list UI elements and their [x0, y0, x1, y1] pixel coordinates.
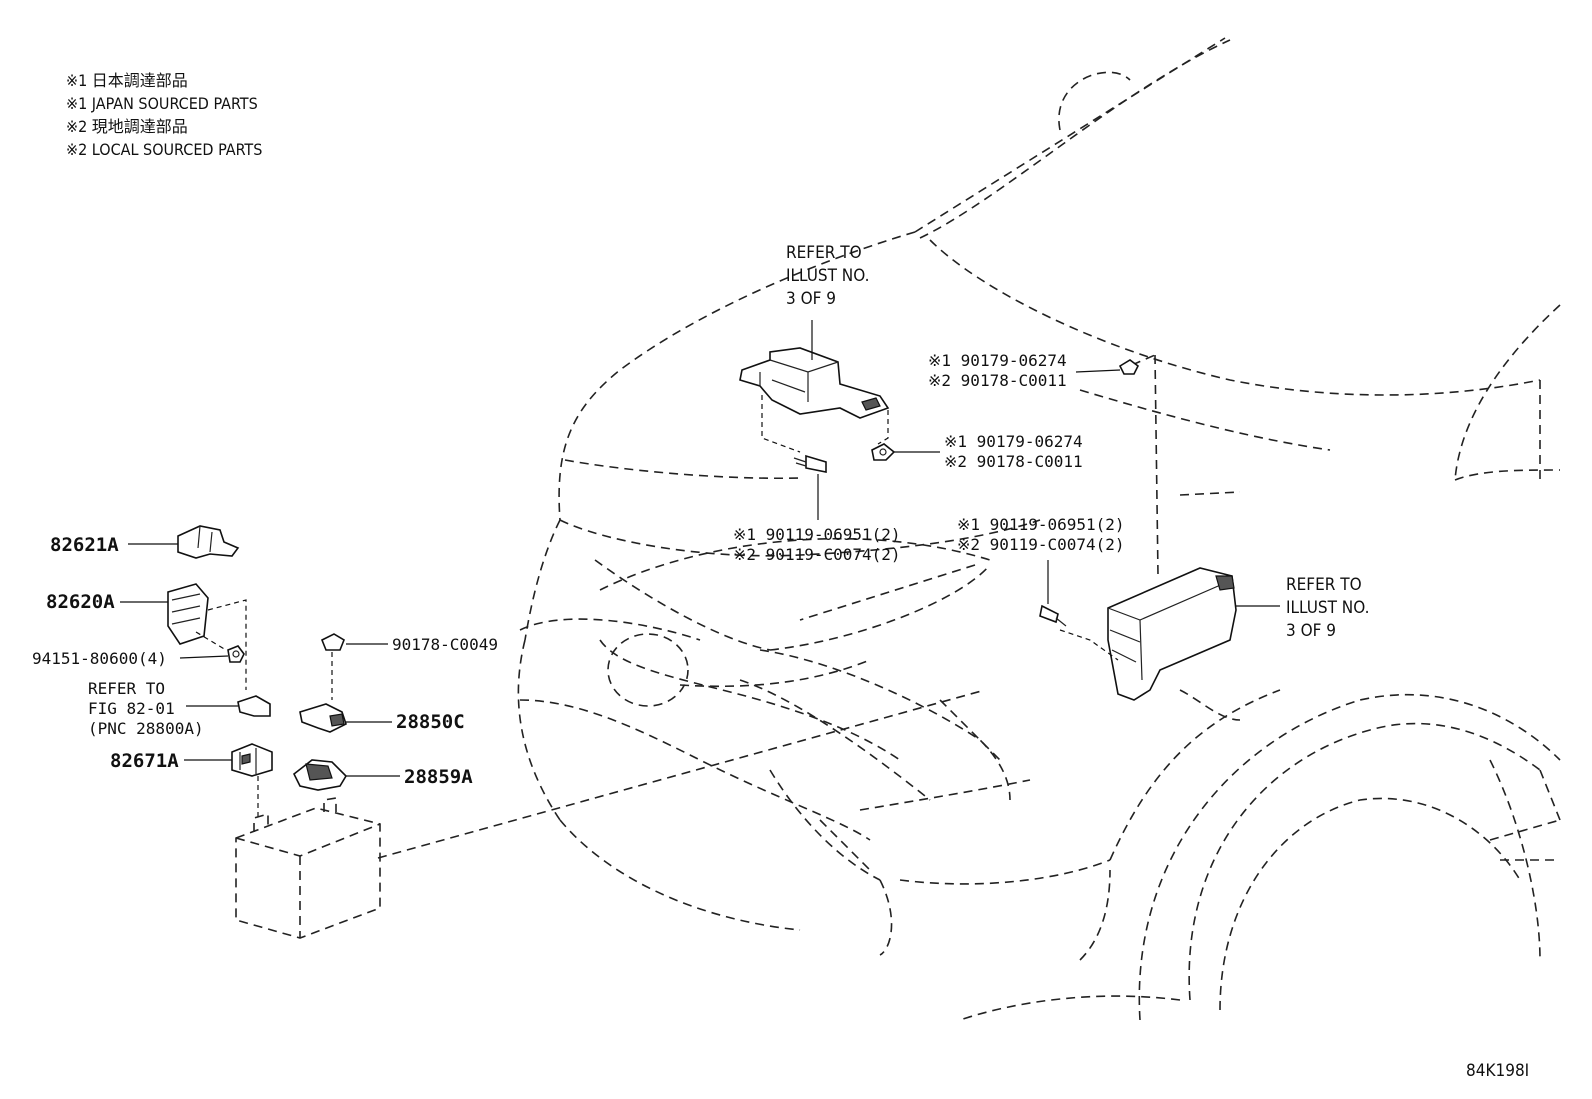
part-94151-label: 94151-80600(4) [32, 649, 167, 668]
refer-fig-label: REFER TO FIG 82-01 (PNC 28800A) [88, 679, 204, 738]
refer-right-line3: 3 OF 9 [1286, 621, 1336, 641]
part-82620A-graphic [120, 583, 247, 690]
callout-bolt-right: ※1 90119-06951(2) ※2 90119-C0074(2) [957, 515, 1125, 554]
fuse-box-right [1059, 567, 1280, 701]
callout-bolt-left-1: ※1 90119-06951(2) [733, 525, 901, 544]
refer-top-label: REFER TO ILLUST NO. 3 OF 9 [786, 243, 869, 309]
refer-top-line3: 3 OF 9 [786, 289, 836, 309]
part-82621A-graphic [128, 525, 240, 559]
part-28850C-graphic [299, 703, 392, 733]
note-1-en: ※1 JAPAN SOURCED PARTS [66, 94, 258, 113]
part-82671A-label: 82671A [110, 750, 179, 772]
refer-right-label: REFER TO ILLUST NO. 3 OF 9 [1286, 575, 1369, 641]
callout-nut-mid: ※1 90179-06274 ※2 90178-C0011 [944, 432, 1083, 471]
refer-fig-graphic [186, 695, 271, 717]
part-90178-C0049-graphic [320, 633, 388, 700]
note-2-en: ※2 LOCAL SOURCED PARTS [66, 140, 262, 159]
callout-nut-top-right-2: ※2 90178-C0011 [928, 371, 1067, 390]
refer-fig-line2: FIG 82-01 [88, 699, 175, 718]
callout-bolt-left-2: ※2 90119-C0074(2) [733, 545, 901, 564]
source-notes: ※1 日本調達部品 ※1 JAPAN SOURCED PARTS ※2 現地調達… [66, 71, 262, 159]
refer-right-line2: ILLUST NO. [1286, 598, 1369, 618]
battery-outline [235, 797, 381, 939]
figure-id: 84K198I [1466, 1061, 1529, 1081]
nut-mid [871, 443, 940, 461]
callout-bolt-left: ※1 90119-06951(2) ※2 90119-C0074(2) [733, 525, 901, 564]
callout-nut-mid-2: ※2 90178-C0011 [944, 452, 1083, 471]
part-90178-C0049-label: 90178-C0049 [392, 635, 498, 654]
part-28850C-label: 28850C [396, 711, 465, 733]
part-28859A-graphic [292, 759, 400, 791]
callout-bolt-right-2: ※2 90119-C0074(2) [957, 535, 1125, 554]
part-82621A-label: 82621A [50, 534, 119, 556]
part-94151-graphic [179, 645, 245, 663]
bolt-top-left [793, 454, 827, 520]
part-82620A-label: 82620A [46, 591, 115, 613]
part-82671A-graphic [184, 743, 273, 820]
relay-block-top [739, 320, 890, 453]
note-2-jp: ※2 現地調達部品 [66, 117, 188, 136]
note-1-jp: ※1 日本調達部品 [66, 71, 188, 90]
refer-top-line1: REFER TO [786, 243, 862, 263]
car-outline [377, 37, 1561, 1021]
callout-nut-top-right: ※1 90179-06274 ※2 90178-C0011 [928, 351, 1067, 390]
part-28859A-label: 28859A [404, 766, 473, 788]
callout-bolt-right-1: ※1 90119-06951(2) [957, 515, 1125, 534]
refer-fig-line3: (PNC 28800A) [88, 719, 204, 738]
nut-top-right [1075, 359, 1140, 375]
callout-nut-top-right-1: ※1 90179-06274 [928, 351, 1067, 370]
refer-right-line1: REFER TO [1286, 575, 1362, 595]
refer-top-line2: ILLUST NO. [786, 266, 869, 286]
callout-nut-mid-1: ※1 90179-06274 [944, 432, 1083, 451]
refer-fig-line1: REFER TO [88, 679, 165, 698]
bolt-right [1039, 560, 1067, 627]
